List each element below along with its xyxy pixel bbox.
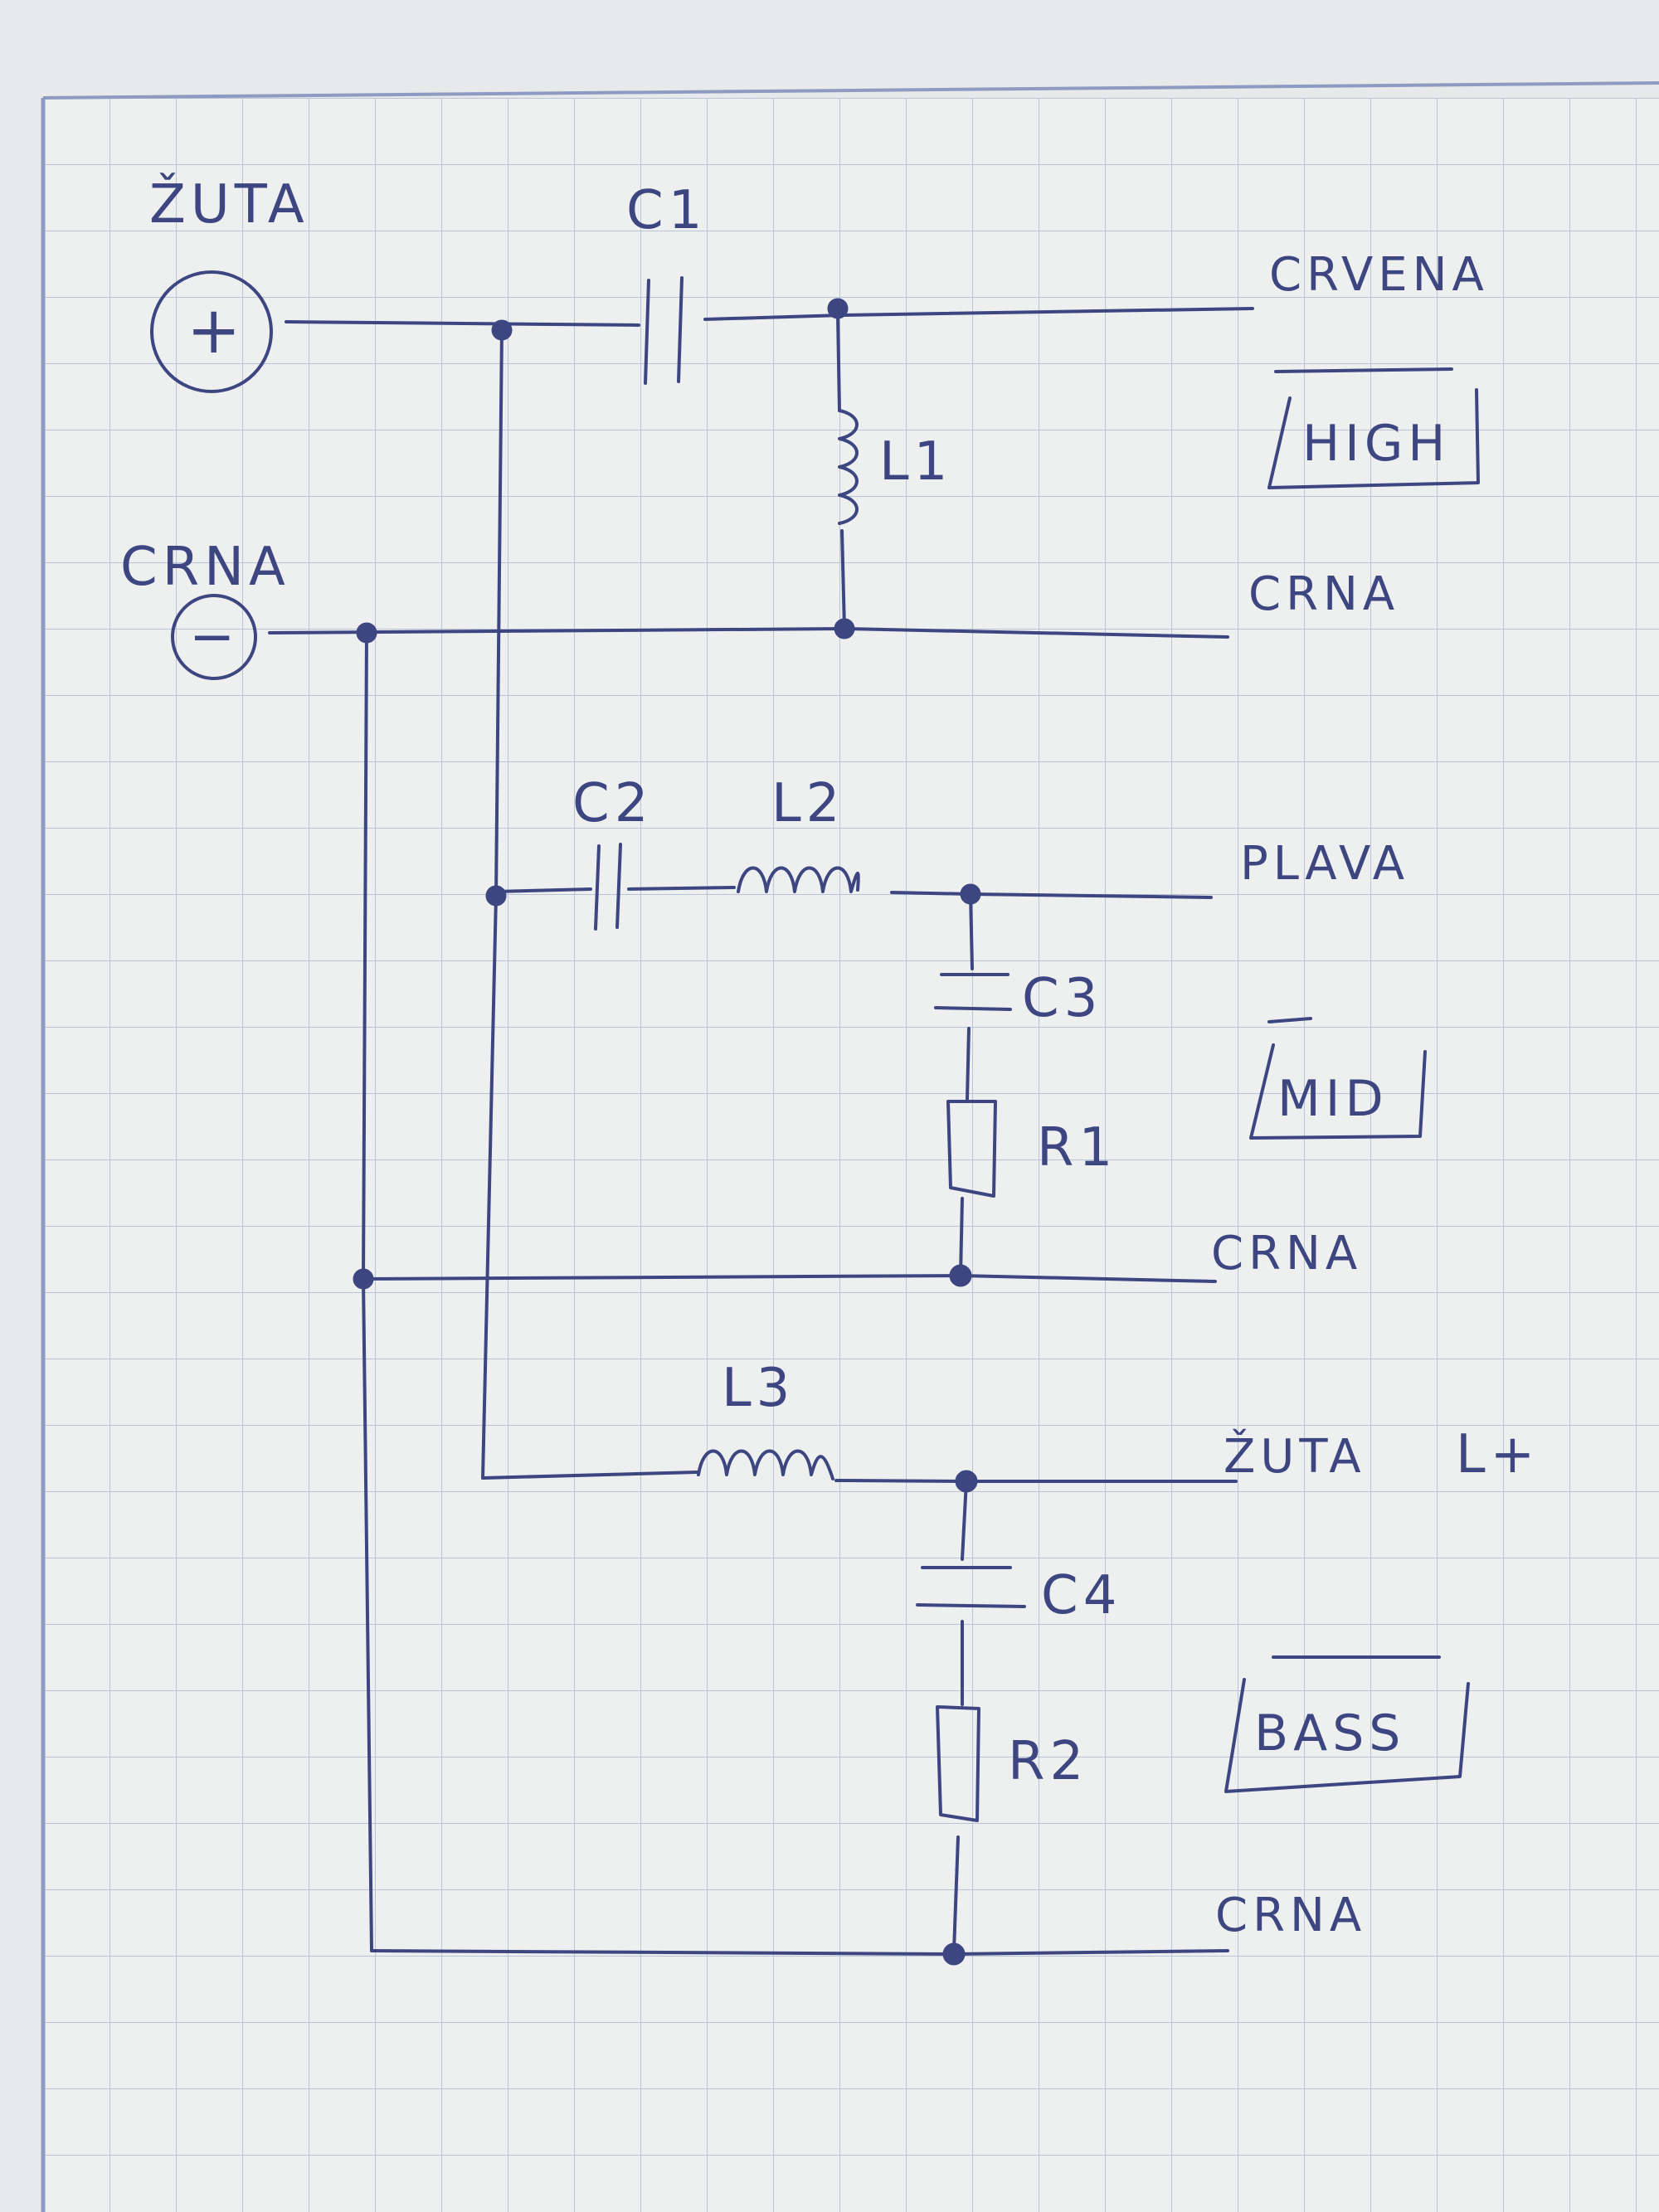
l2-coil (737, 866, 860, 893)
page-top-line (42, 81, 1659, 100)
bass-plus-wire (834, 1479, 1238, 1483)
c2-wire-left (494, 887, 592, 893)
high-name-label: HIGH (1302, 415, 1450, 473)
plus-terminal-symbol: + (187, 294, 246, 368)
c2-plate-left (594, 844, 601, 931)
mid-minus-label: CRNA (1211, 1227, 1362, 1281)
high-plus-label: CRVENA (1269, 248, 1489, 302)
junction-minus-bus (356, 622, 377, 644)
mid-box (1249, 1017, 1427, 1140)
r2-wire-bottom (952, 1835, 960, 1952)
plus-input-wire (285, 320, 640, 327)
c3-plate-bottom (934, 1006, 1012, 1011)
high-box (1267, 367, 1480, 489)
bass-name-label: BASS (1254, 1704, 1405, 1762)
bass-minus-label: CRNA (1215, 1889, 1366, 1942)
grid-lines (43, 98, 1659, 2212)
l2-label: L2 (771, 773, 844, 834)
l3-label: L3 (722, 1358, 795, 1419)
l1-wire-bottom (840, 529, 846, 630)
bass-plus-note: L+ (1456, 1424, 1540, 1485)
l1-label: L1 (879, 431, 952, 493)
c2-l2-wire (627, 886, 736, 891)
minus-terminal-label: CRNA (120, 537, 290, 598)
mid-name-label: MID (1277, 1070, 1389, 1128)
r1-label: R1 (1037, 1117, 1117, 1179)
junction-r1-minus (949, 1264, 972, 1287)
c4-plate-bottom (916, 1603, 1026, 1608)
c4-wire-top (961, 1480, 968, 1561)
c1-plate-left (644, 279, 650, 385)
l1-coil (838, 409, 859, 525)
c2-label: C2 (572, 773, 653, 834)
r1-body (946, 1100, 997, 1198)
junction-l3-c4 (955, 1470, 978, 1493)
r2-label: R2 (1008, 1731, 1088, 1792)
c3-wire-top (969, 892, 974, 970)
l3-coil (697, 1449, 834, 1480)
plus-terminal-label: ŽUTA (149, 173, 309, 236)
minus-terminal-symbol: − (189, 605, 240, 668)
c1-label: C1 (626, 180, 707, 241)
plus-terminal-circle (150, 270, 273, 393)
junction-l1-minus (834, 618, 855, 639)
high-minus-label: CRNA (1248, 567, 1399, 621)
minus-terminal-circle (171, 594, 257, 680)
l3-wire-left (481, 1471, 698, 1480)
c2-plate-right (615, 843, 622, 929)
c1-plate-right (677, 276, 684, 383)
c3-r1-wire (966, 1027, 971, 1101)
junction-plus-bus (491, 319, 513, 341)
r1-wire-bottom (959, 1197, 964, 1277)
r2-body (936, 1705, 980, 1822)
l1-wire-top (836, 314, 841, 412)
junction-c1-l1 (827, 298, 849, 319)
junction-l2-c3 (960, 883, 981, 905)
bass-plus-label: ŽUTA (1224, 1430, 1366, 1484)
c4-label: C4 (1041, 1565, 1121, 1626)
junction-mid-branch (485, 885, 507, 907)
bass-box (1224, 1655, 1470, 1793)
c3-label: C3 (1022, 968, 1102, 1029)
junction-mid-minus-left (353, 1268, 374, 1290)
junction-r2-minus (942, 1942, 966, 1966)
mid-plus-label: PLAVA (1240, 837, 1409, 891)
